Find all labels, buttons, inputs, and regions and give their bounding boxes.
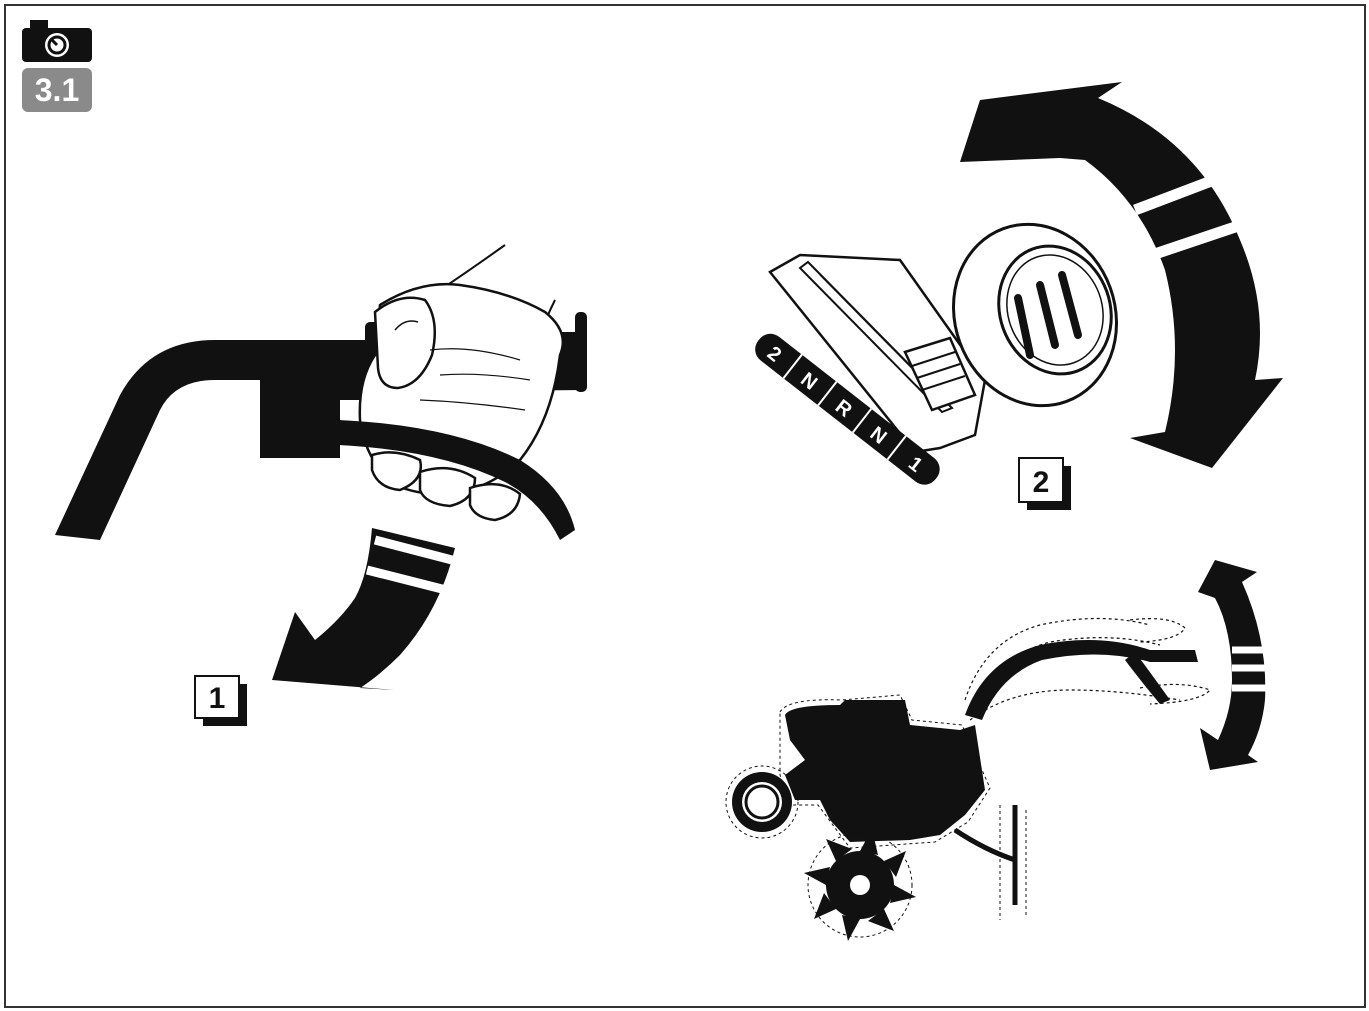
clutch-lever [338,420,575,540]
tiller-illustration [725,617,1212,941]
pull-lever-arrow [272,528,455,690]
step-2-badge: 2 [1018,457,1071,510]
section-label: 3.1 [35,72,79,108]
step-label-1: 1 [209,682,226,715]
rotate-gear-arrow [960,82,1283,468]
step-label-2: 2 [1033,466,1050,499]
camera-icon [22,20,92,62]
figure-border [4,4,1366,1008]
step-1-badge: 1 [194,675,247,726]
section-badge: 3.1 [22,68,92,112]
handle-height-arrow [1198,560,1268,770]
gear-selector-illustration: 2 N R N 1 [755,222,1118,485]
